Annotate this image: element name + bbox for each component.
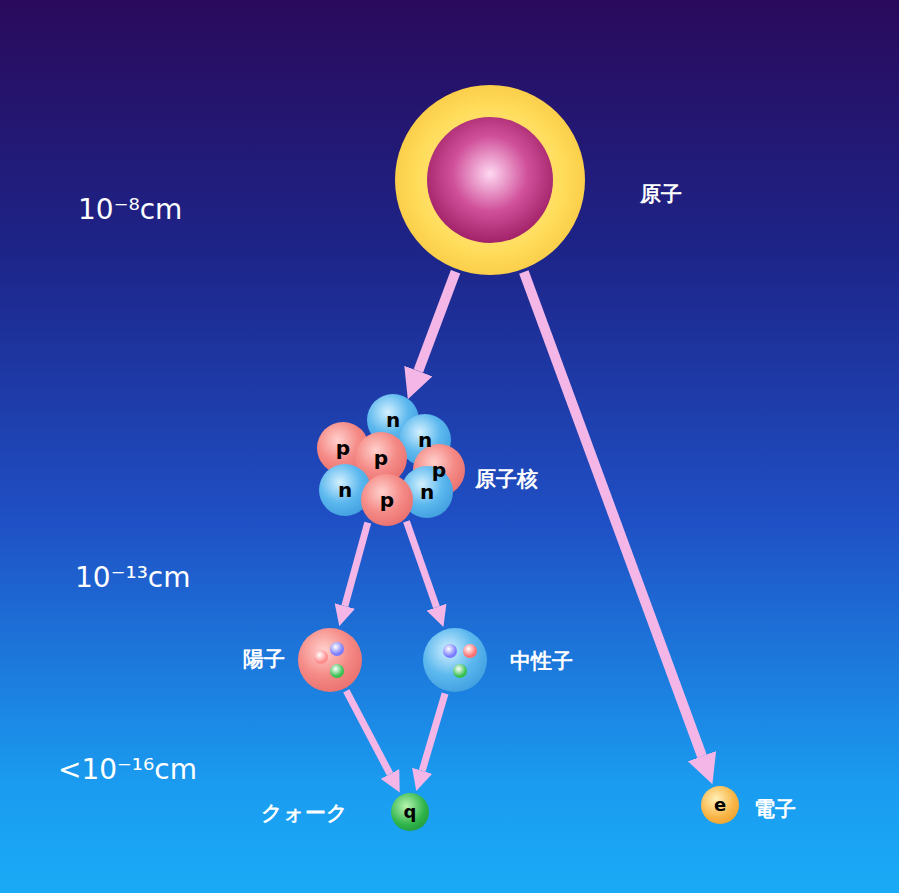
quark-dot (330, 642, 344, 656)
pink-arrow (418, 272, 455, 371)
scale-label: 10⁻¹³cm (75, 563, 191, 594)
scale-label: <10⁻¹⁶cm (58, 755, 197, 786)
particle-letter: p (374, 447, 388, 469)
particle-letter: n (418, 429, 432, 451)
scale-label: 10⁻⁸cm (78, 195, 182, 226)
quark-dot (330, 664, 344, 678)
atom-core (427, 117, 553, 243)
proton-circle: 陽子 (298, 628, 362, 692)
quark-dot (453, 664, 467, 678)
particle-name: 陽子 (243, 648, 285, 671)
particle-letter: n (338, 479, 352, 501)
particle-name: 原子 (640, 183, 682, 206)
particle-letter: q (404, 802, 417, 822)
particle-letter: e (714, 795, 726, 815)
particle-letter: p (432, 459, 446, 481)
particle-letter: p (336, 437, 350, 459)
atom-circle: 原子 (395, 85, 585, 275)
nucleus-cluster: 原子核nnpppnnp (323, 398, 447, 522)
pink-arrow (345, 523, 368, 606)
particle-name: 原子核 (475, 468, 538, 491)
pink-arrow (406, 521, 436, 607)
particle-letter: n (386, 409, 400, 431)
quark-dot (314, 650, 328, 664)
particle-name: クォーク (261, 802, 348, 825)
quark-circle: qクォーク (391, 793, 429, 831)
particle-name: 中性子 (510, 650, 573, 673)
quark-dot (463, 644, 477, 658)
particle-letter: p (380, 489, 394, 511)
pink-arrow (422, 694, 445, 771)
pink-arrow (524, 272, 702, 756)
particle-letter: n (420, 481, 434, 503)
particle-name: 電子 (754, 798, 796, 821)
electron-circle: e電子 (701, 786, 739, 824)
proton-ball: p (361, 474, 413, 526)
pink-arrow (346, 691, 390, 774)
neutron-circle: 中性子 (423, 628, 487, 692)
quark-dot (443, 644, 457, 658)
